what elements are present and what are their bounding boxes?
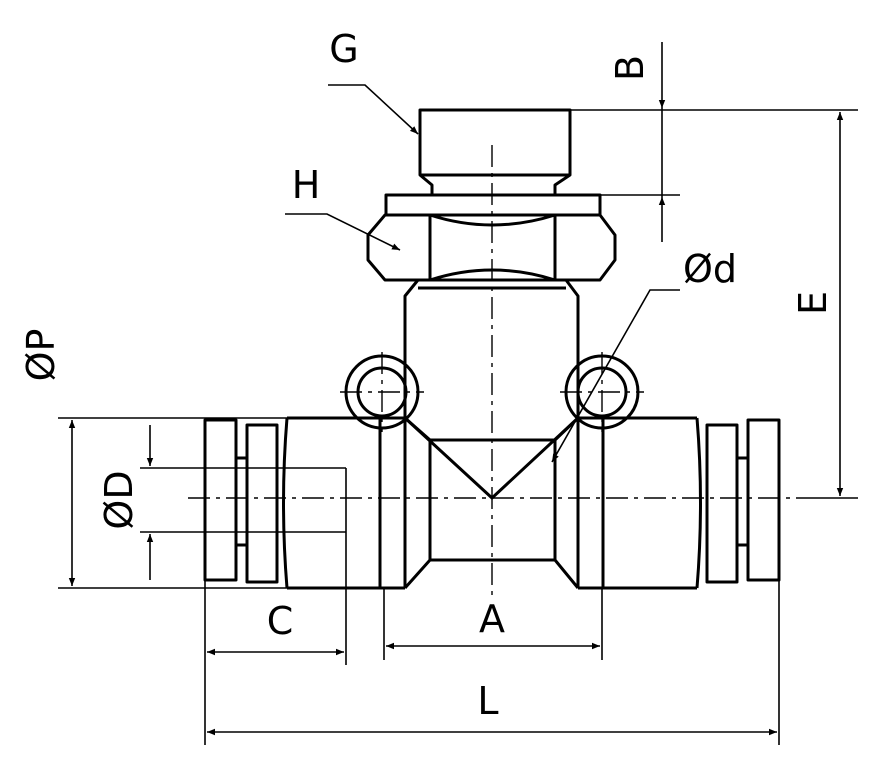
left-release-ring	[203, 418, 238, 582]
label-g: G	[329, 27, 358, 71]
label-p: ØP	[19, 329, 63, 382]
label-b: B	[608, 55, 652, 81]
hex-nut-h	[366, 213, 617, 282]
label-d-large: ØD	[97, 470, 141, 529]
right-body	[576, 416, 697, 590]
label-a: A	[479, 597, 505, 641]
leader-g	[328, 84, 419, 135]
center-lines	[188, 145, 796, 600]
left-collet	[245, 423, 279, 584]
washer	[384, 193, 602, 217]
right-body-end	[695, 417, 702, 589]
right-collet	[705, 423, 739, 584]
leader-h	[285, 213, 401, 251]
label-d-small: Ød	[683, 247, 737, 291]
right-release-ring	[746, 418, 781, 582]
label-c: C	[267, 599, 294, 643]
label-e: E	[791, 291, 835, 315]
label-l: L	[477, 679, 498, 723]
tee-left-flare	[403, 416, 432, 589]
neck-left	[403, 279, 420, 418]
label-h: H	[292, 163, 321, 207]
labels: G H Ød C A L B E ØP ØD	[19, 27, 835, 723]
cap-g	[418, 108, 572, 197]
dimension-lines	[58, 42, 858, 745]
left-body-end	[282, 417, 289, 589]
leader-d	[551, 289, 680, 463]
tee-right-flare	[553, 416, 580, 589]
neck-right	[564, 279, 580, 418]
